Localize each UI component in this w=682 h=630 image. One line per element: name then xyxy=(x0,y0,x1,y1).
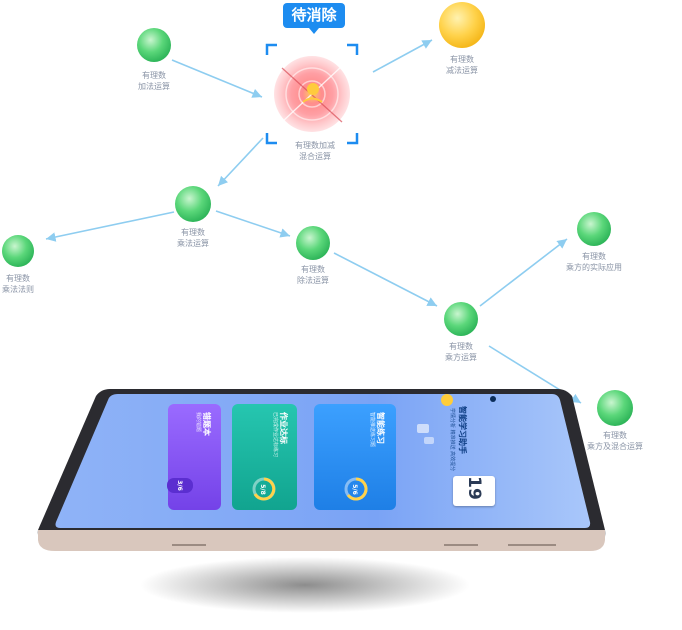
node-mul-law[interactable] xyxy=(2,235,34,267)
practice-title: 智能练习 xyxy=(376,412,385,444)
edge-center-sub xyxy=(372,39,433,73)
node-power-mix-label: 有理数 乘方及混合运算 xyxy=(587,431,643,451)
date-widget: 19 xyxy=(453,476,495,506)
practice-sub: 智能推送练习题 xyxy=(369,412,375,448)
node-power-app-label: 有理数 乘方的实际应用 xyxy=(566,252,622,272)
node-mul-law-label: 有理数 乘法法则 xyxy=(2,274,34,294)
edge-power-app xyxy=(479,238,568,307)
homework-sub: 已完成作业达标练习 xyxy=(272,412,278,458)
practice-ring-value: 5/6 xyxy=(350,484,358,495)
wrong-book-sub: 我的错题 xyxy=(195,412,201,433)
practice-card[interactable] xyxy=(314,404,396,510)
camera-dot xyxy=(490,396,496,402)
node-add-label: 有理数 加法运算 xyxy=(138,71,170,91)
homework-title: 作业达标 xyxy=(279,412,288,444)
date-day: 19 xyxy=(464,476,484,500)
node-power-label: 有理数 乘方运算 xyxy=(445,342,477,362)
tablet-shadow xyxy=(140,557,470,613)
banner-title: 智能学习助手 xyxy=(458,406,467,454)
node-sub-label: 有理数 减法运算 xyxy=(446,55,478,75)
node-power-app[interactable] xyxy=(577,212,611,246)
wrong-book-pill[interactable] xyxy=(167,478,193,493)
node-add[interactable] xyxy=(137,28,171,62)
banner-sub: 学情分析 精准推送 高效提分 xyxy=(449,408,455,472)
wrong-book-title: 错题本 xyxy=(202,412,211,436)
node-power[interactable] xyxy=(444,302,478,336)
edge-add-center xyxy=(171,59,263,98)
tablet-edge xyxy=(38,530,605,551)
node-mul-label: 有理数 乘法运算 xyxy=(177,228,209,248)
target-node[interactable] xyxy=(265,43,359,145)
node-power-mix[interactable] xyxy=(597,390,633,426)
banner-mascot xyxy=(441,394,453,406)
edge-mul-law xyxy=(45,211,175,242)
node-div[interactable] xyxy=(296,226,330,260)
pending-elimination-tag: 待消除 xyxy=(283,3,345,34)
homework-card[interactable] xyxy=(232,404,297,510)
node-sub[interactable] xyxy=(439,2,485,48)
node-mul[interactable] xyxy=(175,186,211,222)
edge-div-power xyxy=(333,252,438,307)
node-center-label: 有理数加减 混合运算 xyxy=(295,141,335,161)
edge-center-mul xyxy=(217,137,264,187)
edge-mul-div xyxy=(215,210,291,238)
node-div-label: 有理数 除法运算 xyxy=(297,265,329,285)
homework-ring-value: 5/8 xyxy=(258,484,266,495)
wrong-book-badge: 3/6 xyxy=(175,480,183,491)
